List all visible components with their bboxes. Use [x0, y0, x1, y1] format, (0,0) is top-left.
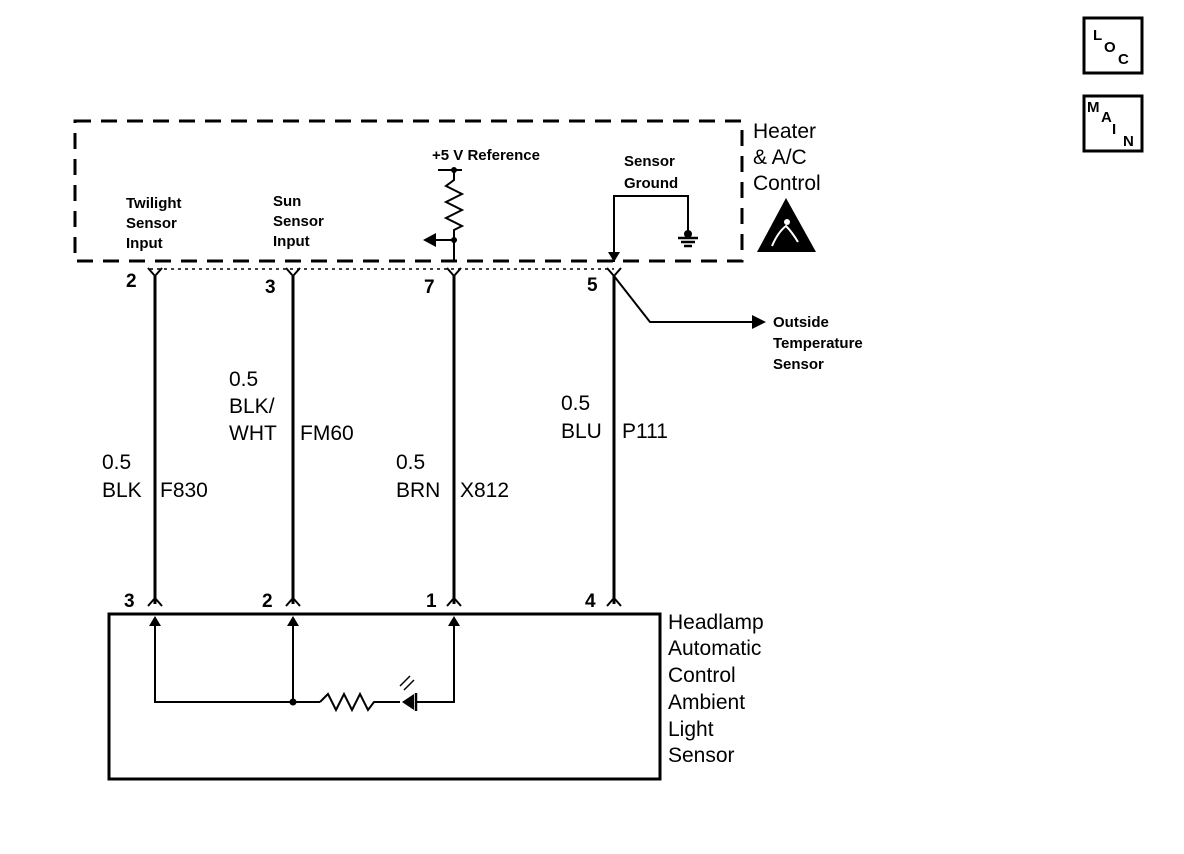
- top-pin-5: 5: [587, 275, 598, 296]
- ground-icon: [678, 230, 698, 248]
- heater-ac-control-module: Heater & A/C Control Twilight Sensor Inp…: [73, 119, 821, 263]
- bottom-pin-1: 1: [426, 591, 437, 612]
- svg-text:BRN: BRN: [396, 479, 440, 502]
- module-title-line1: Heater: [753, 120, 816, 143]
- outside-sensor-label-2: Temperature: [773, 335, 863, 352]
- sensor-ground-label-2: Ground: [624, 175, 678, 192]
- bottom-connector: 3 2 1 4: [124, 591, 622, 612]
- ambient-light-sensor: Headlamp Automatic Control Ambient Light…: [107, 611, 764, 781]
- top-pin-2: 2: [126, 271, 137, 292]
- outside-sensor-branch: [613, 275, 756, 323]
- sun-input-label-2: Sensor: [273, 213, 324, 230]
- svg-text:0.5: 0.5: [229, 368, 258, 391]
- twilight-input-label-1: Twilight: [126, 195, 182, 212]
- arrow-right-icon: [752, 315, 766, 329]
- sensor-title-line4: Ambient: [668, 691, 745, 714]
- sensor-ground-label-1: Sensor: [624, 153, 675, 170]
- top-connector: 2 3 7 5: [126, 267, 622, 298]
- svg-text:X812: X812: [460, 479, 509, 502]
- wire-label-fm60: 0.5 BLK/ WHT FM60: [229, 368, 354, 445]
- svg-text:F830: F830: [160, 479, 208, 502]
- top-pin-3: 3: [265, 277, 276, 298]
- outside-sensor-label-1: Outside: [773, 314, 829, 331]
- reference-resistor: [443, 170, 465, 262]
- outside-sensor-label-3: Sensor: [773, 356, 824, 373]
- svg-text:BLK/: BLK/: [229, 395, 275, 418]
- svg-text:N: N: [1123, 133, 1134, 150]
- svg-text:C: C: [1118, 51, 1129, 68]
- svg-text:L: L: [1093, 27, 1102, 44]
- main-icon[interactable]: M A I N: [1082, 94, 1144, 153]
- svg-text:WHT: WHT: [229, 422, 277, 445]
- bottom-pin-2: 2: [262, 591, 273, 612]
- photodiode-icon: [399, 675, 418, 711]
- bottom-pin-3: 3: [124, 591, 135, 612]
- svg-text:0.5: 0.5: [396, 451, 425, 474]
- svg-text:0.5: 0.5: [102, 451, 131, 474]
- svg-text:M: M: [1087, 99, 1100, 116]
- twilight-input-label-2: Sensor: [126, 215, 177, 232]
- twilight-input-label-3: Input: [126, 235, 163, 252]
- module-title-line2: & A/C: [753, 146, 807, 169]
- svg-text:FM60: FM60: [300, 422, 354, 445]
- wire-label-p111: 0.5 BLU P111: [561, 392, 668, 443]
- top-pin-7: 7: [424, 277, 435, 298]
- sensor-title-line2: Automatic: [668, 637, 761, 660]
- wire-label-x812: 0.5 BRN X812: [396, 451, 509, 502]
- sensor-resistor: [319, 691, 400, 713]
- sun-input-label-3: Input: [273, 233, 310, 250]
- bottom-pin-4: 4: [585, 591, 596, 612]
- sensor-title-line1: Headlamp: [668, 611, 764, 634]
- svg-text:P111: P111: [622, 420, 668, 443]
- svg-text:A: A: [1101, 109, 1112, 126]
- signal-arrow-icon: [423, 233, 436, 247]
- svg-text:BLK: BLK: [102, 479, 142, 502]
- loc-icon[interactable]: L O C: [1082, 16, 1144, 75]
- wire-label-f830: 0.5 BLK F830: [102, 451, 208, 502]
- svg-text:BLU: BLU: [561, 420, 602, 443]
- sun-input-label-1: Sun: [273, 193, 301, 210]
- sensor-title-line3: Control: [668, 664, 736, 687]
- svg-text:O: O: [1104, 39, 1116, 56]
- svg-text:I: I: [1112, 121, 1116, 138]
- esd-warning-icon: [757, 198, 816, 252]
- svg-text:0.5: 0.5: [561, 392, 590, 415]
- module-title-line3: Control: [753, 172, 821, 195]
- sensor-title-line5: Light: [668, 718, 714, 741]
- sensor-title-line6: Sensor: [668, 744, 735, 767]
- ref-voltage-label: +5 V Reference: [432, 147, 540, 164]
